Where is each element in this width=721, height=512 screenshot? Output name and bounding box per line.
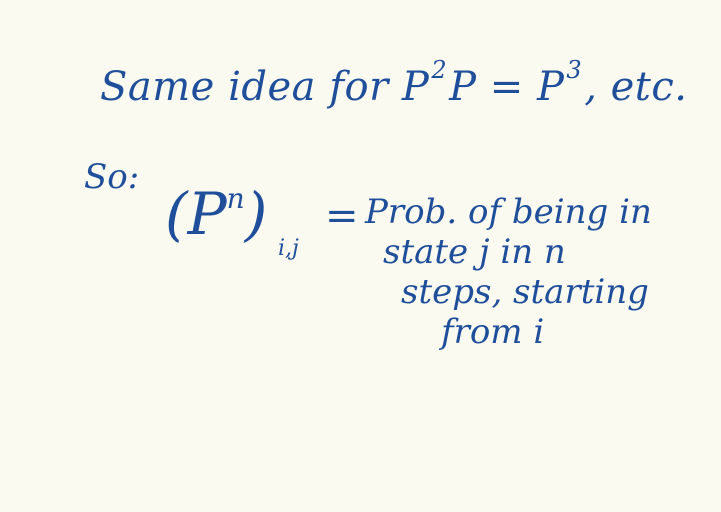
- definition-text: Prob. of being in state j in n steps, st…: [365, 192, 652, 352]
- matrix-open: (P: [165, 180, 227, 248]
- definition-line-2: state j in n: [383, 232, 566, 273]
- statement-line: Same idea for P2P = P3, etc.: [100, 58, 687, 107]
- definition-line-1: Prob. of being in: [365, 192, 652, 232]
- exponent-three: 3: [566, 56, 583, 84]
- statement-suffix: , etc.: [584, 64, 688, 110]
- definition-line-3: steps, starting: [401, 272, 649, 313]
- index-subscript: i,j: [278, 236, 299, 261]
- so-label: So:: [84, 157, 140, 197]
- exponent-two: 2: [431, 56, 448, 84]
- statement-prefix: Same idea for P: [100, 64, 430, 110]
- statement-middle: P = P: [449, 64, 565, 110]
- matrix-close: ): [244, 180, 268, 248]
- power-n: n: [226, 182, 245, 215]
- matrix-power-expression: (Pn): [165, 182, 267, 244]
- definition-line-4: from i: [441, 312, 545, 353]
- equals-sign: =: [325, 193, 359, 239]
